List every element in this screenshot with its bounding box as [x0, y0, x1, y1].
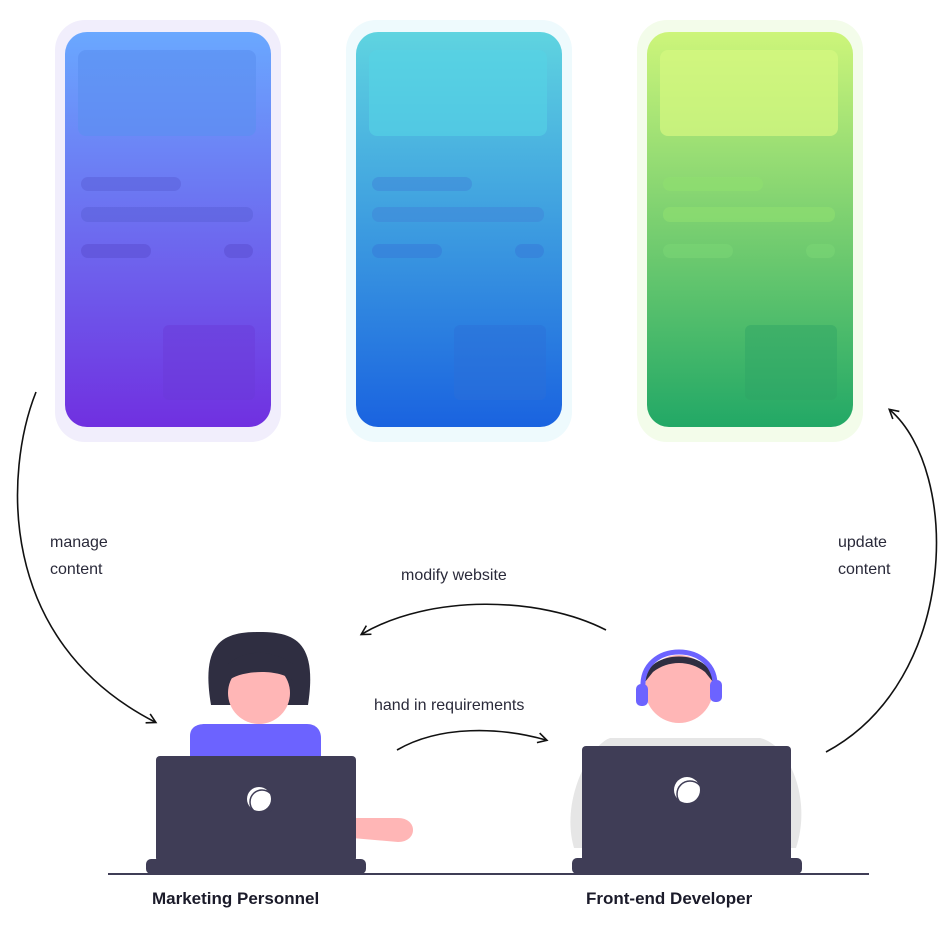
- hair-shape: [645, 656, 713, 682]
- label-line: content: [838, 561, 891, 578]
- developer-person-illustration: [570, 649, 802, 874]
- arrow-hand-in-requirements: [396, 729, 549, 751]
- marketing-shirt: [190, 724, 321, 760]
- label-update-content: update content: [838, 529, 890, 583]
- label-line: manage: [50, 534, 108, 551]
- headset-left: [636, 684, 648, 706]
- headset-right: [710, 680, 722, 702]
- label-manage-content: manage content: [50, 529, 108, 583]
- phone-mockup-green: [637, 20, 863, 442]
- face: [645, 655, 713, 723]
- label-modify-website: modify website: [401, 567, 507, 584]
- headset-band: [640, 649, 718, 689]
- label-hand-in-requirements: hand in requirements: [374, 697, 525, 714]
- face: [228, 662, 290, 724]
- label-line: update: [838, 534, 887, 551]
- caption-front-end-developer: Front-end Developer: [586, 889, 753, 908]
- phone-mockup-blue: [346, 20, 572, 442]
- laptop-logo: [674, 777, 700, 803]
- developer-laptop: [582, 746, 791, 862]
- phone-mockup-purple: [55, 20, 281, 442]
- caption-marketing-personnel: Marketing Personnel: [152, 889, 320, 908]
- arrow-modify-website: [359, 603, 607, 636]
- arrow-update-content: [825, 408, 938, 753]
- marketing-person-illustration: [146, 632, 413, 874]
- label-line: content: [50, 561, 103, 578]
- marketing-arm: [352, 818, 413, 842]
- arrow-manage-content: [16, 391, 158, 724]
